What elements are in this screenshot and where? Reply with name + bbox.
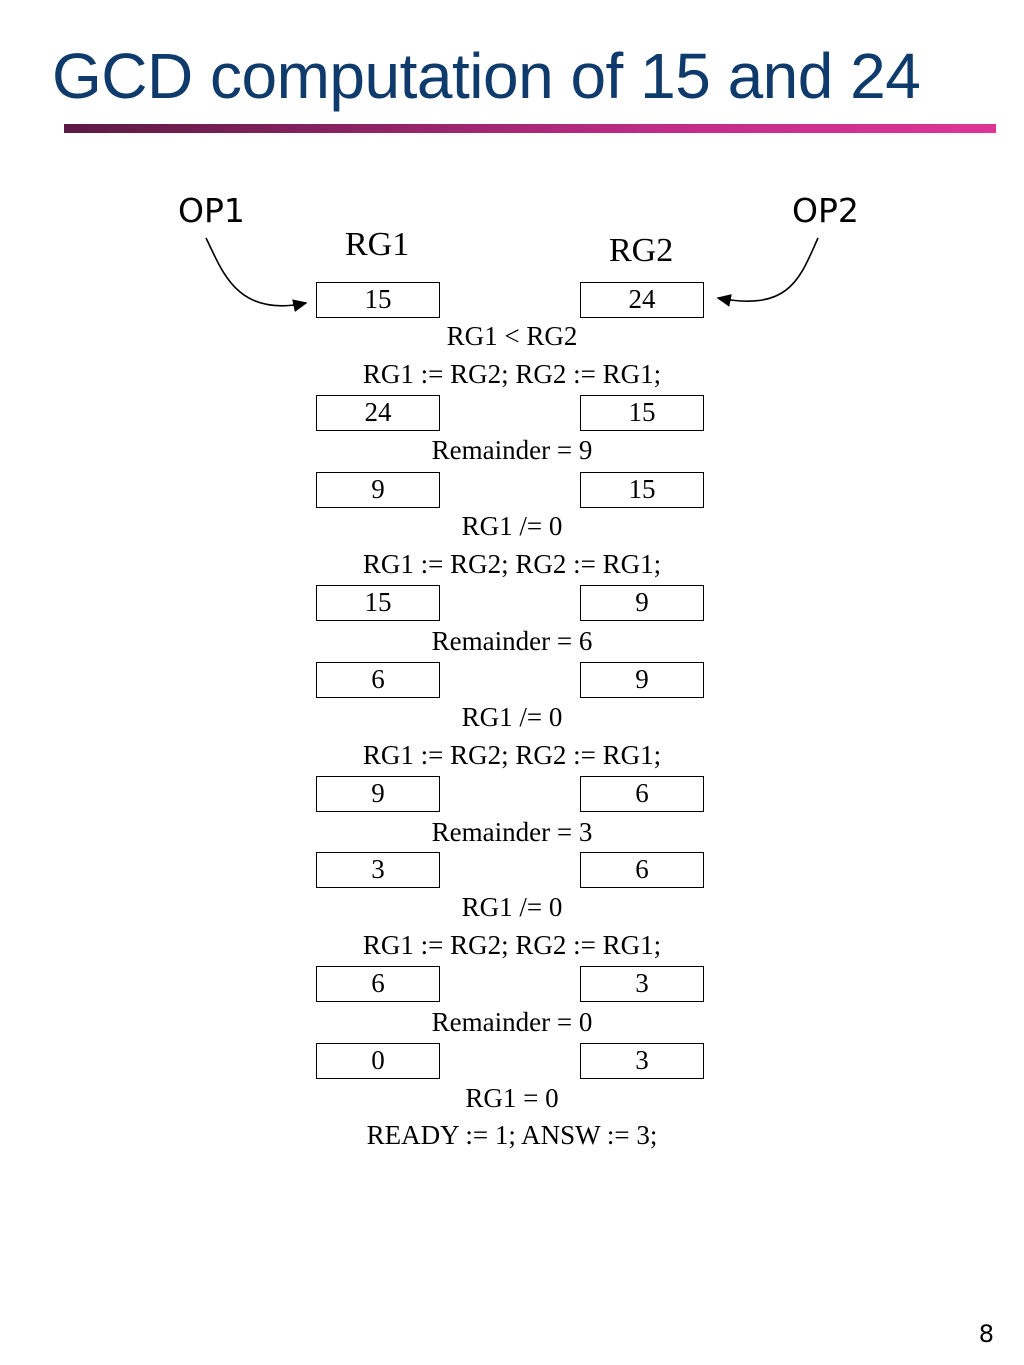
op2-label: OP2 [792,191,859,230]
rg2-value-box: 6 [580,776,704,812]
final-result-text: READY := 1; ANSW := 3; [366,1120,658,1150]
step-text: Remainder = 3 [431,817,593,847]
rg2-value-box: 3 [580,1043,704,1079]
rg2-value-box: 3 [580,966,704,1002]
title-underline-bar [64,124,996,133]
rg1-label: RG1 [345,226,410,263]
rg1-value-box: 15 [316,585,440,621]
step-text: RG1 := RG2; RG2 := RG1; [362,549,662,579]
operand-arrows [205,237,819,312]
rg2-value-box: 15 [580,472,704,508]
rg2-value-box: 9 [580,585,704,621]
step-text: RG1 /= 0 [461,511,563,541]
rg1-value-box: 9 [316,472,440,508]
step-text: RG1 < RG2 [446,321,578,351]
step-text: RG1 := RG2; RG2 := RG1; [362,930,662,960]
step-text: RG1 := RG2; RG2 := RG1; [362,740,662,770]
step-text: Remainder = 0 [431,1007,593,1037]
rg1-value-box: 15 [316,282,440,318]
step-text: Remainder = 6 [431,626,593,656]
rg2-value-box: 15 [580,395,704,431]
op1-arrow [205,237,308,312]
rg2-value-box: 9 [580,662,704,698]
op1-label: OP1 [178,191,245,230]
rg1-value-box: 6 [316,966,440,1002]
page-number: 8 [978,1320,994,1348]
step-text: RG1 /= 0 [461,892,563,922]
rg2-label: RG2 [609,232,674,269]
rg1-value-box: 3 [316,852,440,888]
step-text: RG1 /= 0 [461,702,563,732]
rg1-value-box: 9 [316,776,440,812]
rg1-value-box: 6 [316,662,440,698]
step-text: RG1 = 0 [465,1083,559,1113]
step-text: RG1 := RG2; RG2 := RG1; [362,359,662,389]
slide-title: GCD computation of 15 and 24 [52,40,921,112]
rg1-value-box: 0 [316,1043,440,1079]
step-text: Remainder = 9 [431,435,593,465]
rg2-value-box: 24 [580,282,704,318]
op2-arrow [716,237,819,307]
rg2-value-box: 6 [580,852,704,888]
rg1-value-box: 24 [316,395,440,431]
